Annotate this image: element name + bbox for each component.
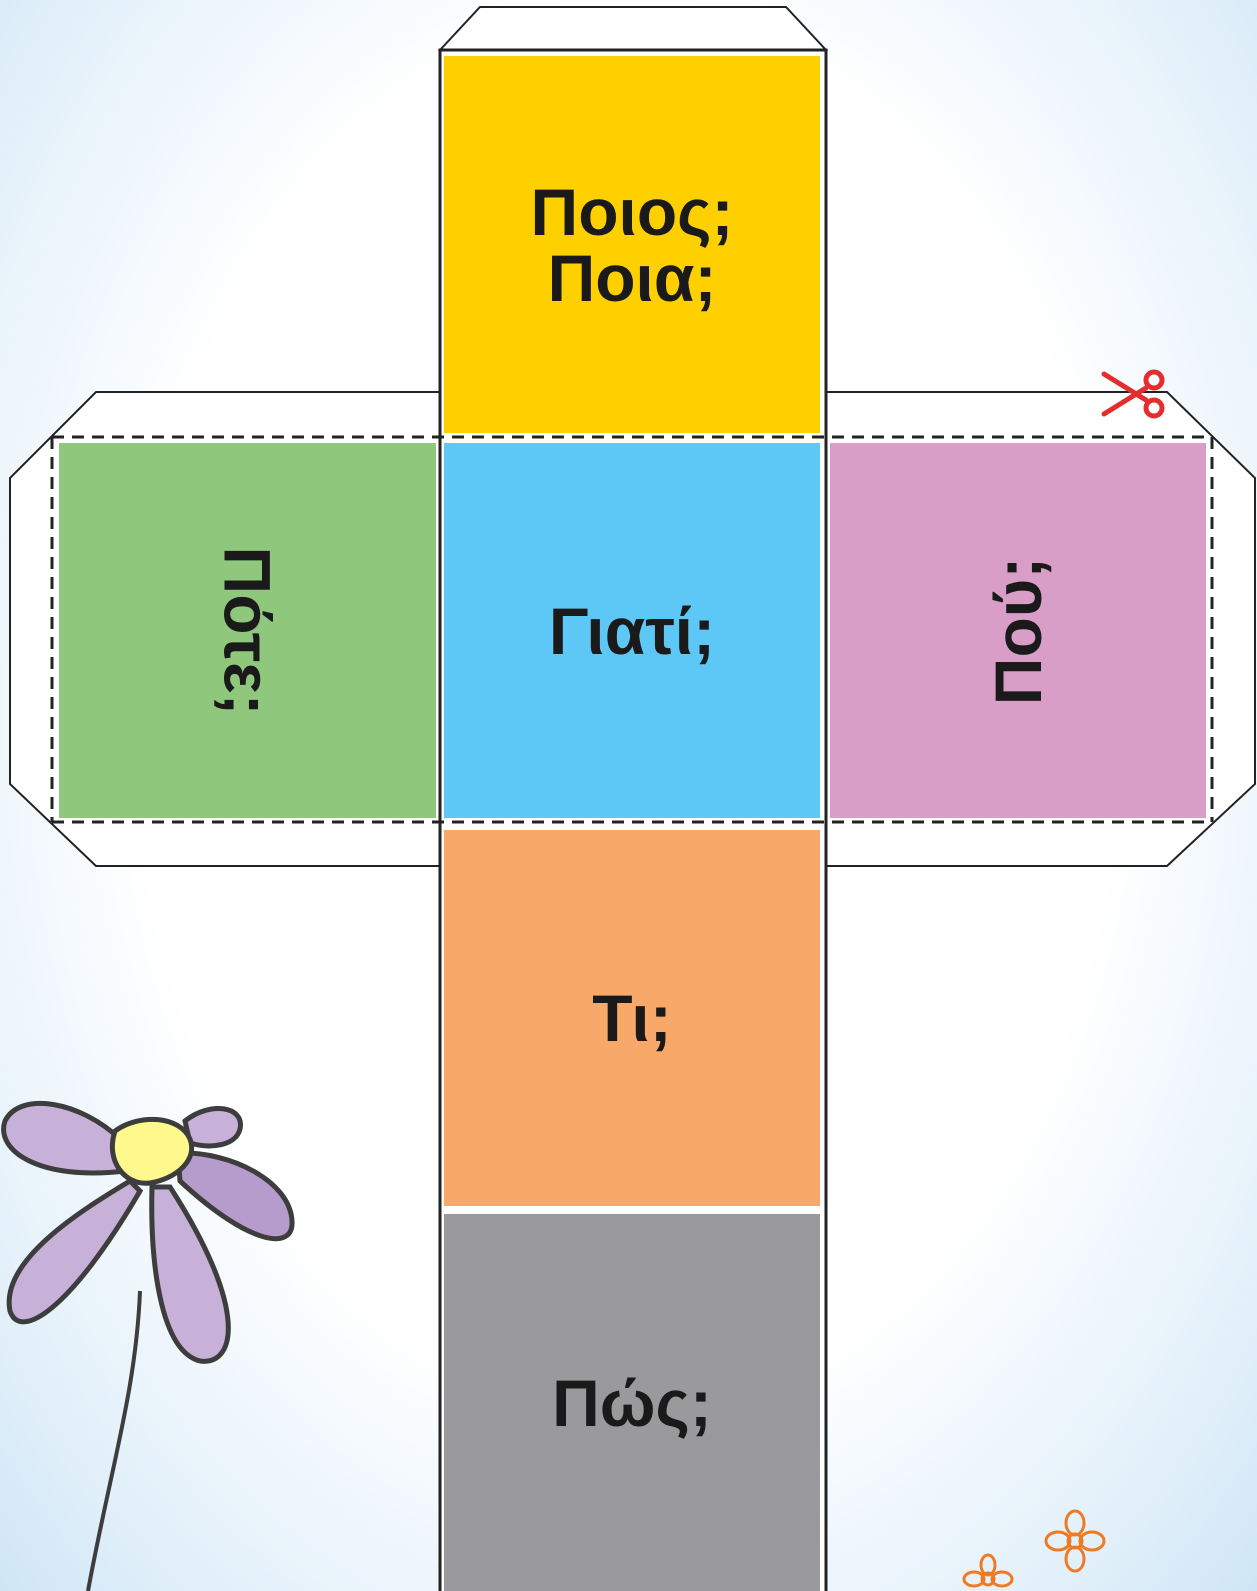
face-top-line2: Ποια; [547, 240, 717, 315]
daisy-flower [1, 1100, 295, 1591]
face-bottom: Πώς; [444, 1214, 820, 1591]
face-right: Πού; [830, 443, 1206, 818]
face-bottom-label: Πώς; [552, 1365, 712, 1440]
face-right-label: Πού; [981, 556, 1055, 705]
face-left-label: Πότε; [210, 546, 285, 715]
scissors-icon [1101, 369, 1165, 419]
face-top: Ποιος; Ποια; [444, 56, 820, 433]
face-left: Πότε; [59, 443, 436, 818]
face-lower-label: Τι; [592, 981, 672, 1055]
face-center-label: Γιατί; [548, 593, 716, 668]
top-glue-tab [437, 6, 829, 51]
face-top-line1: Ποιος; [530, 174, 734, 249]
face-top-label: Ποιος; Ποια; [531, 179, 734, 311]
face-lower: Τι; [444, 830, 820, 1206]
small-flower-doodles [962, 1509, 1106, 1588]
face-center: Γιατί; [444, 443, 820, 818]
